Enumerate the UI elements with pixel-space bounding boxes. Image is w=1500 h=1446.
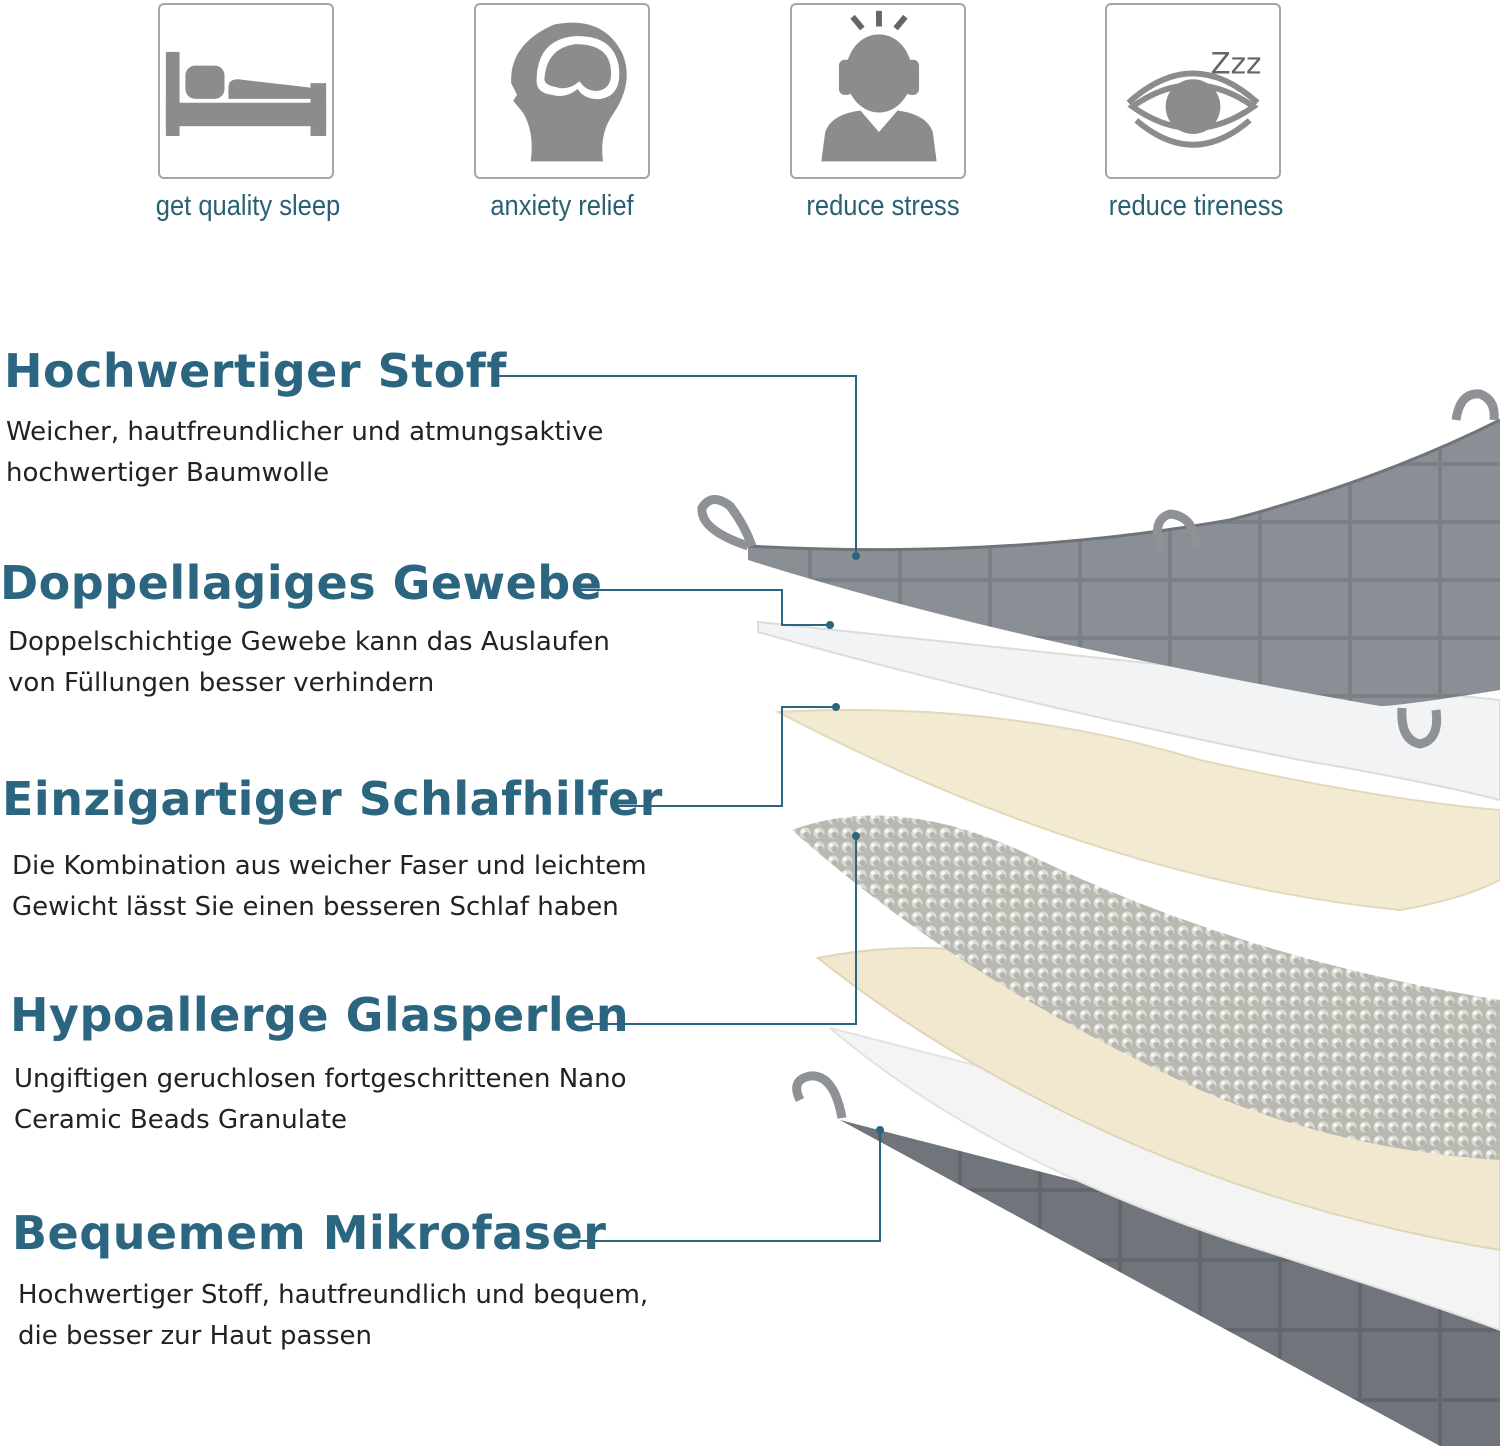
leader-line-glass-beads: [590, 836, 857, 1025]
benefit-card-anxiety: [474, 3, 650, 179]
desc-line: Ungiftigen geruchlosen fortgeschrittenen…: [14, 1064, 627, 1094]
leader-line-sleep-fiber: [616, 706, 836, 807]
leader-line-microfiber: [578, 1130, 881, 1242]
layer-desc-glass-beads: Ungiftigen geruchlosen fortgeschrittenen…: [14, 1059, 774, 1141]
leader-line-top-fabric: [494, 375, 857, 556]
layer-desc-microfiber: Hochwertiger Stoff, hautfreundlich und b…: [18, 1275, 778, 1357]
zzz-text: Zzz: [1211, 46, 1262, 80]
layer-glass-beads: [792, 815, 1500, 1160]
desc-line: Weicher, hautfreundlicher und atmungsakt…: [6, 417, 604, 447]
benefit-label-stress: reduce stress: [806, 190, 960, 222]
loop-tab: [1397, 707, 1442, 749]
leader-line-double-fabric: [574, 589, 830, 626]
benefit-label-tiredness: reduce tireness: [1108, 190, 1284, 222]
layer-desc-double-fabric: Doppelschichtige Gewebe kann das Auslauf…: [8, 622, 768, 704]
layer-title-double-fabric: Doppellagiges Gewebe: [0, 556, 603, 610]
loop-tab: [697, 495, 757, 551]
layer-top-fabric: [697, 389, 1500, 749]
benefit-label-sleep: get quality sleep: [155, 190, 341, 222]
desc-line: hochwertiger Baumwolle: [6, 458, 330, 488]
stressed-person-icon: [821, 10, 937, 162]
desc-line: Gewicht lässt Sie einen besseren Schlaf …: [12, 892, 619, 922]
layer-title-sleep-fiber: Einzigartiger Schlafhilfer: [2, 772, 663, 826]
desc-line: Die Kombination aus weicher Faser und le…: [12, 851, 647, 881]
layer-inner-white: [829, 1027, 1500, 1332]
loop-tab: [792, 1071, 847, 1119]
head-brain-icon: [511, 22, 627, 162]
layer-title-glass-beads: Hypoallerge Glasperlen: [10, 988, 630, 1042]
layer-microfiber: [792, 1071, 1500, 1446]
layer-desc-sleep-fiber: Die Kombination aus weicher Faser und le…: [12, 846, 772, 928]
layer-title-microfiber: Bequemem Mikrofaser: [12, 1206, 607, 1260]
layer-double-fabric: [757, 620, 1500, 802]
desc-line: Ceramic Beads Granulate: [14, 1105, 348, 1135]
desc-line: die besser zur Haut passen: [18, 1321, 373, 1351]
benefit-card-sleep: [158, 3, 334, 179]
layer-desc-top-fabric: Weicher, hautfreundlicher und atmungsakt…: [6, 412, 766, 494]
benefit-card-stress: [790, 3, 966, 179]
loop-tab: [1153, 509, 1201, 554]
leader-dots: [826, 552, 884, 1134]
bed-icon: [165, 51, 327, 136]
benefit-card-tiredness: Zzz: [1105, 3, 1281, 179]
sleepy-eye-icon: Zzz: [1126, 46, 1262, 148]
leader-lines: [494, 375, 881, 1242]
loop-tab: [1451, 389, 1499, 421]
layer-title-top-fabric: Hochwertiger Stoff: [4, 344, 507, 398]
desc-line: von Füllungen besser verhindern: [8, 668, 435, 698]
desc-line: Hochwertiger Stoff, hautfreundlich und b…: [18, 1280, 649, 1310]
benefit-label-anxiety: anxiety relief: [490, 190, 634, 222]
desc-line: Doppelschichtige Gewebe kann das Auslauf…: [8, 627, 610, 657]
